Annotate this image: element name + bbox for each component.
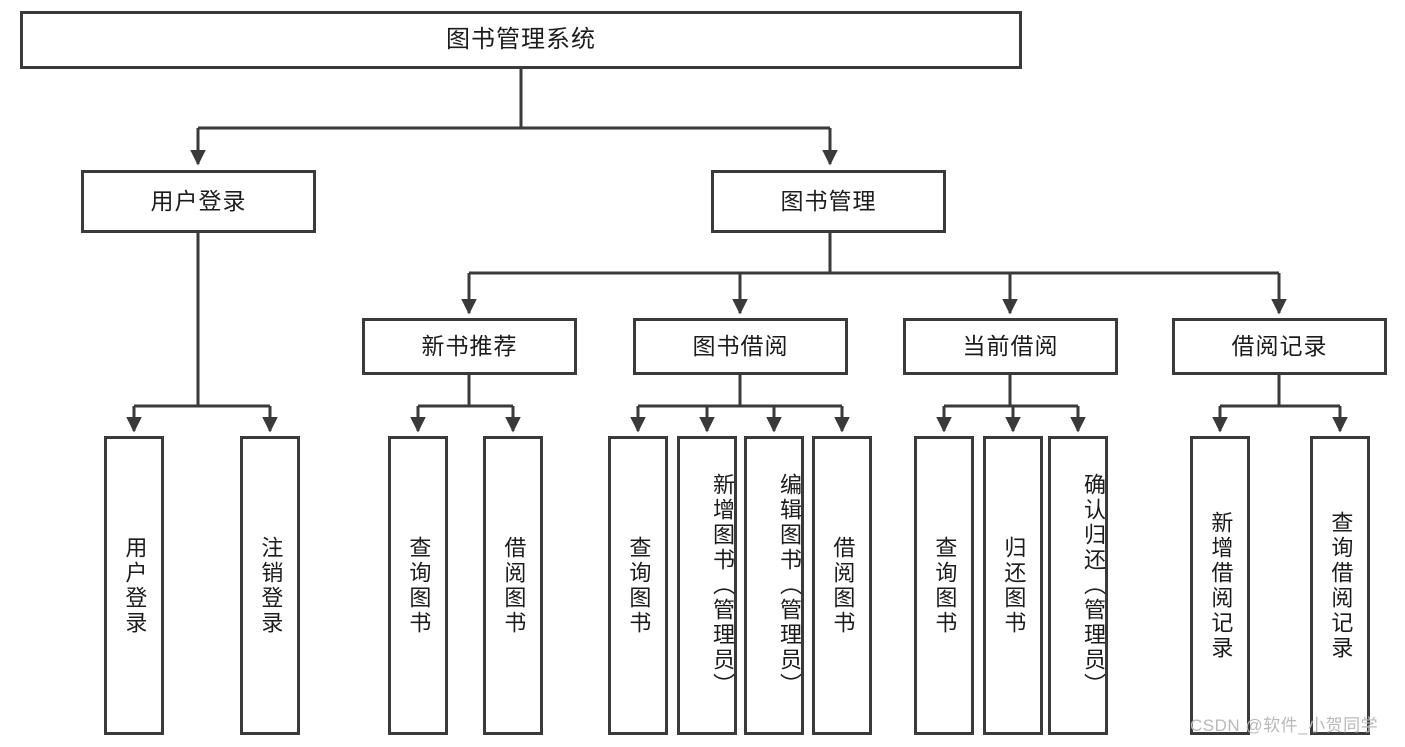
node-label: 查询图书 <box>932 535 958 636</box>
node-user-login[interactable]: 用户登录 <box>81 170 316 233</box>
node-label: 借阅图书 <box>501 535 527 636</box>
node-label: 用户登录 <box>122 535 148 636</box>
node-label: 借阅图书 <box>830 535 856 636</box>
leaf-book-borrow-query-book[interactable]: 查询图书 <box>608 436 668 735</box>
leaf-borrow-record-query-record[interactable]: 查询借阅记录 <box>1310 436 1370 735</box>
leaf-current-borrow-query-book[interactable]: 查询图书 <box>914 436 974 735</box>
node-new-book-recommend[interactable]: 新书推荐 <box>362 318 577 375</box>
node-book-borrow[interactable]: 图书借阅 <box>633 318 848 375</box>
node-label: 确认归还（管理员） <box>1081 473 1106 698</box>
leaf-borrow-record-add-record[interactable]: 新增借阅记录 <box>1190 436 1250 735</box>
node-book-management[interactable]: 图书管理 <box>711 170 946 233</box>
leaf-book-borrow-edit-book-admin[interactable]: 编辑图书（管理员） <box>744 436 804 735</box>
node-label: 新增借阅记录 <box>1208 510 1234 661</box>
node-label: 编辑图书（管理员） <box>777 473 802 698</box>
node-current-borrow[interactable]: 当前借阅 <box>903 318 1118 375</box>
node-label: 新书推荐 <box>421 332 518 359</box>
node-label: 新增图书（管理员） <box>710 473 735 698</box>
node-label: 当前借阅 <box>962 332 1059 359</box>
node-label: 归还图书 <box>1001 535 1027 636</box>
node-label: 图书借阅 <box>692 332 789 359</box>
leaf-current-borrow-return-book[interactable]: 归还图书 <box>983 436 1043 735</box>
leaf-user-login-login[interactable]: 用户登录 <box>104 436 164 735</box>
leaf-new-book-query-book[interactable]: 查询图书 <box>388 436 448 735</box>
node-label: 注销登录 <box>258 535 284 636</box>
leaf-current-borrow-confirm-return-admin[interactable]: 确认归还（管理员） <box>1048 436 1108 735</box>
node-label: 查询图书 <box>626 535 652 636</box>
node-borrow-record[interactable]: 借阅记录 <box>1172 318 1387 375</box>
node-label: 借阅记录 <box>1231 332 1328 359</box>
node-root-book-management-system[interactable]: 图书管理系统 <box>20 11 1022 69</box>
leaf-book-borrow-borrow-book[interactable]: 借阅图书 <box>812 436 872 735</box>
node-label: 查询图书 <box>406 535 432 636</box>
leaf-user-login-logout[interactable]: 注销登录 <box>240 436 300 735</box>
node-label: 图书管理 <box>780 187 877 214</box>
leaf-new-book-borrow-book[interactable]: 借阅图书 <box>483 436 543 735</box>
node-label: 用户登录 <box>150 187 247 214</box>
leaf-book-borrow-add-book-admin[interactable]: 新增图书（管理员） <box>677 436 737 735</box>
node-label: 图书管理系统 <box>446 25 596 53</box>
node-label: 查询借阅记录 <box>1328 510 1354 661</box>
